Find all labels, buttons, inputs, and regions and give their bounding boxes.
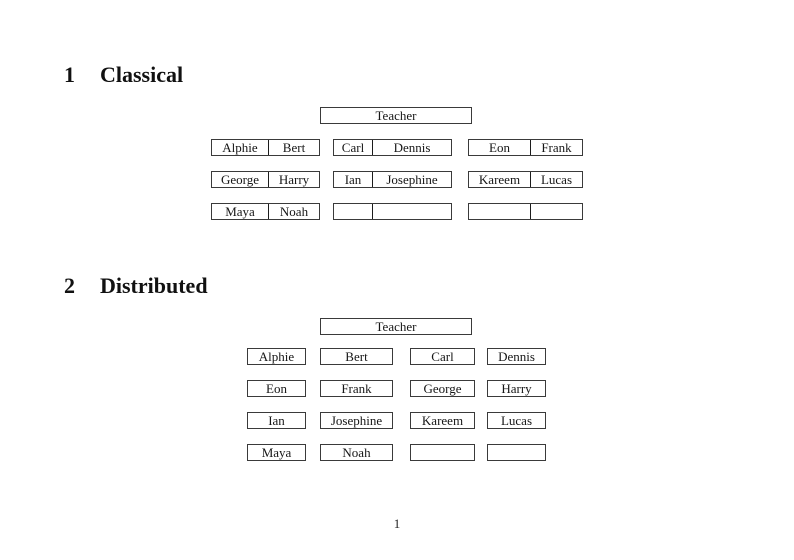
desk-cell: Carl [431,349,454,364]
desk-cell [373,204,451,219]
desk: Kareem Lucas [468,171,583,188]
desk-cell: Josephine [386,172,438,187]
desk: Lucas [487,412,546,429]
desk-cell: Harry [278,172,310,187]
desk: Alphie [247,348,306,365]
desk: Josephine [320,412,393,429]
desk-cell: Noah [342,445,371,460]
desk-cell: Kareem [421,413,464,428]
section-heading-classical: 1 Classical [64,63,183,87]
desk-cell: Lucas [500,413,533,428]
desk: Eon [247,380,306,397]
desk-cell: Dennis [498,349,535,364]
desk: Carl [410,348,475,365]
desk: Maya Noah [211,203,320,220]
desk: Harry [487,380,546,397]
page-number: 1 [393,516,401,531]
desk-cell: Maya [212,204,269,219]
desk [468,203,583,220]
section-title: Distributed [100,273,208,298]
desk-cell: Bert [282,140,306,155]
desk: Carl Dennis [333,139,452,156]
desk: Alphie Bert [211,139,320,156]
desk: Noah [320,444,393,461]
desk: Kareem [410,412,475,429]
desk-cell: Lucas [540,172,573,187]
desk-cell: Josephine [330,413,383,428]
section-number: 1 [64,62,75,87]
desk-cell: Dennis [393,140,431,155]
teacher-label: Teacher [375,108,417,123]
desk-cell: George [423,381,462,396]
desk-cell: Noah [279,204,309,219]
desk: Frank [320,380,393,397]
desk: Ian [247,412,306,429]
desk-cell: Kareem [469,172,531,187]
desk: George Harry [211,171,320,188]
teacher-box-classical: Teacher [320,107,472,124]
desk-cell: George [212,172,269,187]
section-heading-distributed: 2 Distributed [64,274,208,298]
desk-cell: Ian [334,172,373,187]
teacher-label: Teacher [375,319,417,334]
teacher-box-distributed: Teacher [320,318,472,335]
desk: Maya [247,444,306,461]
desk [333,203,452,220]
desk-cell: Carl [334,140,373,155]
desk-cell [531,204,582,219]
desk: Ian Josephine [333,171,452,188]
desk: Bert [320,348,393,365]
desk-cell: Frank [541,140,572,155]
desk-cell [411,445,474,460]
desk-cell: Eon [266,381,287,396]
desk-cell: Alphie [258,349,295,364]
section-number: 2 [64,273,75,298]
section-title: Classical [100,62,184,87]
desk-cell [488,445,545,460]
desk-cell: Eon [469,140,531,155]
desk-cell [334,204,373,219]
desk: Dennis [487,348,546,365]
desk-cell: Ian [268,413,285,428]
desk [410,444,475,461]
desk-cell: Harry [501,381,532,396]
desk-cell: Bert [345,349,368,364]
desk-cell [469,204,531,219]
desk [487,444,546,461]
desk-cell: Maya [261,445,292,460]
desk-cell: Alphie [212,140,269,155]
desk-cell: Frank [341,381,372,396]
desk: George [410,380,475,397]
desk: Eon Frank [468,139,583,156]
